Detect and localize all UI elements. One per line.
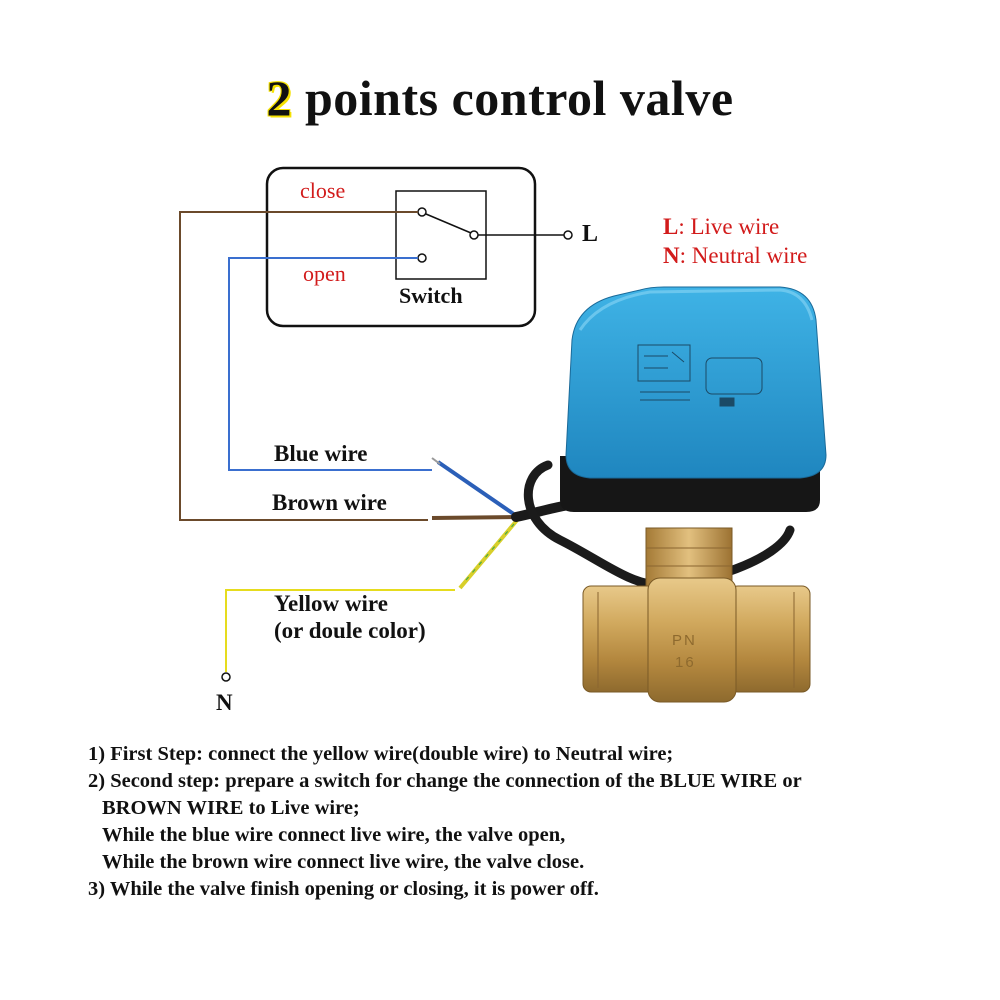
open-contact [417, 253, 427, 263]
actuator-sticker [637, 344, 763, 407]
actuator-top-highlight [578, 288, 814, 331]
valve-marking-pn: PN [672, 632, 697, 649]
instructions: 1) First Step: connect the yellow wire(d… [88, 741, 968, 903]
blue-wire-label: Blue wire [274, 441, 368, 466]
page-title: 2 points control valve [0, 68, 1000, 128]
yellow-wire-path [225, 589, 455, 672]
open-label: open [303, 261, 346, 286]
live-legend: L: Live wire [663, 214, 779, 240]
brown-wire-label: Brown wire [272, 490, 387, 515]
title-number: 2 [266, 70, 292, 126]
valve-right-port [729, 585, 811, 693]
blue-lead-tip [431, 457, 441, 465]
instruction-line: While the blue wire connect live wire, t… [102, 824, 566, 846]
valve-center-body [647, 577, 737, 703]
blue-wire-path [228, 257, 432, 471]
live-terminal-label: L [582, 221, 599, 247]
valve-left-port [582, 585, 656, 693]
common-contact [469, 230, 479, 240]
neutral-legend: N: Neutral wire [663, 243, 807, 269]
yellow-wire-note: (or doule color) [274, 618, 426, 643]
instruction-line: 3) While the valve finish opening or clo… [88, 878, 599, 900]
live-legend-text: : Live wire [678, 214, 780, 239]
instruction-line: 2) Second step: prepare a switch for cha… [88, 770, 802, 792]
neutral-terminal-circle [221, 672, 231, 682]
neutral-terminal-label: N [216, 690, 233, 715]
live-terminal-circle [563, 230, 573, 240]
instruction-line: BROWN WIRE to Live wire; [102, 797, 360, 819]
yellow-stripe [465, 523, 515, 581]
close-contact [417, 207, 427, 217]
title-text: points control valve [291, 70, 734, 126]
switch-lever [425, 213, 472, 234]
yellow-lead [458, 517, 520, 590]
actuator-housing [565, 286, 827, 479]
switch-enclosure [265, 166, 537, 328]
instruction-line: While the brown wire connect live wire, … [102, 851, 585, 873]
live-legend-key: L [663, 214, 679, 239]
brown-lead [431, 515, 519, 520]
switch-label: Switch [399, 283, 463, 308]
instruction-line: 1) First Step: connect the yellow wire(d… [88, 743, 674, 765]
neutral-legend-text: : Neutral wire [679, 243, 808, 268]
neutral-legend-key: N [663, 243, 680, 268]
close-label: close [300, 178, 346, 203]
brown-wire-path [179, 211, 428, 521]
cable-loop [523, 460, 795, 590]
valve-marking-16: 16 [675, 654, 696, 671]
yellow-wire-label: Yellow wire [274, 591, 388, 616]
blue-lead [436, 460, 520, 519]
